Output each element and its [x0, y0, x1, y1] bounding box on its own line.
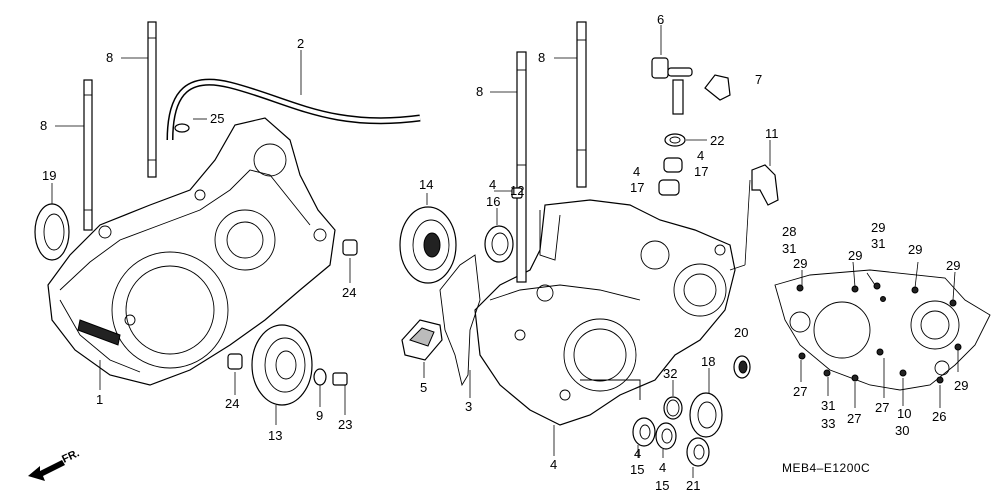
oil-seal-19: [34, 203, 70, 261]
callout-24: 24: [342, 285, 356, 300]
dowel-pin-24a: [342, 239, 358, 256]
callout-29: 29: [848, 248, 862, 263]
left-crankcase-half: [47, 117, 336, 386]
callout-1: 1: [96, 392, 103, 407]
front-arrow-icon: [28, 460, 65, 481]
stud-bolt-left-b: [147, 21, 157, 178]
callout-4: 4: [550, 457, 557, 472]
dowel-pin-24b: [227, 353, 243, 370]
callout-labels: 2 8 8 8 8 19 25 24 24 1 13 9 23 14 4 16 …: [40, 12, 968, 493]
callout-27: 27: [875, 400, 889, 415]
clip-25: [174, 123, 190, 133]
callout-14: 14: [419, 177, 433, 192]
callout-4: 4: [634, 446, 641, 461]
callout-17: 17: [630, 180, 644, 195]
callout-10: 10: [897, 406, 911, 421]
callout-12: 12: [510, 183, 524, 198]
breather-tube: [166, 78, 421, 141]
leader-lines: [51, 25, 959, 478]
seal-22: [664, 133, 686, 147]
callout-8: 8: [476, 84, 483, 99]
callout-27: 27: [793, 384, 807, 399]
diagram-reference-code: MEB4–E1200C: [782, 461, 870, 475]
callout-18: 18: [701, 354, 715, 369]
collar-17b: [658, 179, 680, 196]
plate-5: [401, 319, 443, 361]
callout-13: 13: [268, 428, 282, 443]
callout-30: 30: [895, 423, 909, 438]
callout-6: 6: [657, 12, 664, 27]
washer-9: [313, 368, 327, 386]
clamp-7: [704, 74, 731, 101]
bearing-14: [399, 206, 457, 284]
callout-3: 3: [465, 399, 472, 414]
callout-22: 22: [710, 133, 724, 148]
seal-21: [686, 437, 710, 467]
callout-25: 25: [210, 111, 224, 126]
callout-8: 8: [106, 50, 113, 65]
callout-26: 26: [932, 409, 946, 424]
bolt-23: [332, 372, 348, 386]
stud-bolt-right-a: [516, 51, 527, 283]
callout-4: 4: [489, 177, 496, 192]
callout-16: 16: [486, 194, 500, 209]
bearing-13: [251, 324, 313, 406]
callout-29: 29: [946, 258, 960, 273]
oil-seal-18: [689, 392, 723, 438]
callout-17: 17: [694, 164, 708, 179]
callout-31: 31: [782, 241, 796, 256]
callout-23: 23: [338, 417, 352, 432]
callout-33: 33: [821, 416, 835, 431]
callout-4: 4: [659, 460, 666, 475]
crankcase-cover-outline: [774, 269, 991, 391]
callout-4: 4: [633, 164, 640, 179]
callout-9: 9: [316, 408, 323, 423]
callout-20: 20: [734, 325, 748, 340]
callout-8: 8: [40, 118, 47, 133]
collar-15b: [655, 422, 677, 450]
circlip-32: [663, 396, 683, 420]
callout-2: 2: [297, 36, 304, 51]
callout-15: 15: [655, 478, 669, 493]
callout-11: 11: [765, 126, 779, 141]
stud-bolt-right-b: [576, 21, 587, 188]
callout-29: 29: [871, 220, 885, 235]
callout-28: 28: [782, 224, 796, 239]
front-arrow-label: FR.: [60, 447, 81, 465]
callout-5: 5: [420, 380, 427, 395]
callout-19: 19: [42, 168, 56, 183]
callout-29: 29: [954, 378, 968, 393]
callout-32: 32: [663, 366, 677, 381]
callout-27: 27: [847, 411, 861, 426]
collar-15a: [632, 417, 656, 447]
callout-31: 31: [871, 236, 885, 251]
callout-4: 4: [697, 148, 704, 163]
callout-24: 24: [225, 396, 239, 411]
callout-7: 7: [755, 72, 762, 87]
right-crankcase-half: [474, 199, 736, 426]
bearing-20: [733, 355, 751, 379]
stud-bolt-left-a: [83, 79, 93, 231]
collar-17a: [663, 157, 683, 173]
gasket-3: [439, 254, 481, 387]
screw-12: [511, 187, 523, 199]
callout-31: 31: [821, 398, 835, 413]
sensor-6: [651, 57, 693, 115]
callout-21: 21: [686, 478, 700, 493]
callout-8: 8: [538, 50, 545, 65]
bracket-11: [729, 164, 779, 271]
callout-29: 29: [793, 256, 807, 271]
callout-29: 29: [908, 242, 922, 257]
bearing-16: [484, 225, 514, 263]
callout-15: 15: [630, 462, 644, 477]
